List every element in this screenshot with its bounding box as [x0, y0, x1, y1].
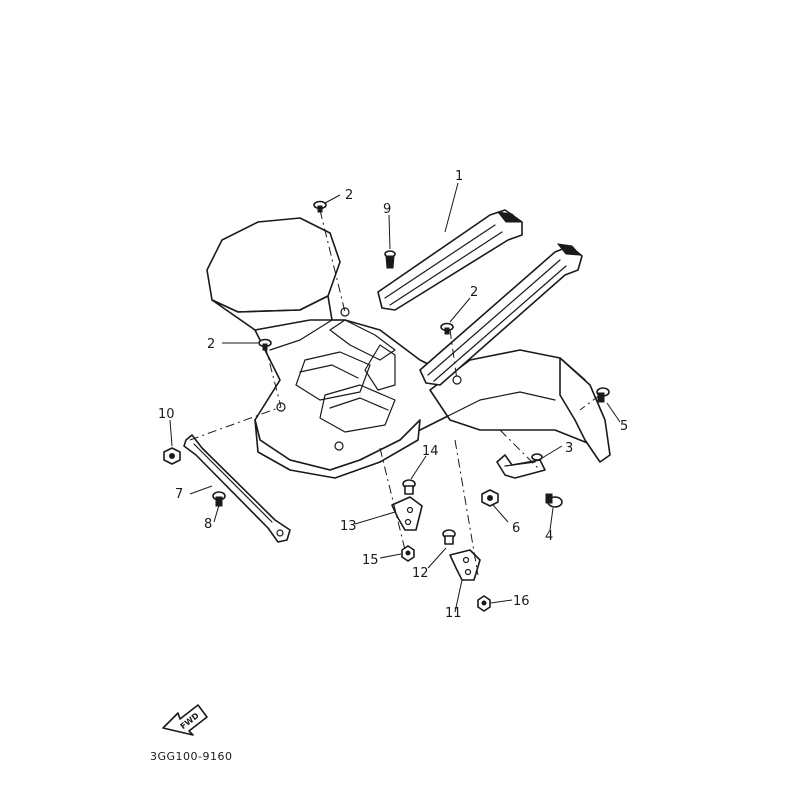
assembly-lines: [189, 209, 601, 576]
fastener-nut-10: [163, 447, 181, 465]
callout-2: 2: [207, 337, 215, 352]
leader-lines: [169, 182, 621, 613]
fastener-bolt-4: [545, 493, 563, 508]
fastener-nut-15: [401, 545, 415, 562]
bracket-13: [391, 496, 423, 531]
forward-direction-arrow: FWD: [162, 704, 208, 736]
diagram-code: 3GG100-9160: [150, 750, 233, 763]
callout-5: 5: [620, 419, 628, 434]
fastener-bolt-14: [402, 479, 416, 495]
fastener-bolt-2b: [258, 338, 272, 351]
callout-labels: 1 2 2 2 9 10 7 8 5 3 6 4 13 14 15 12 11 …: [158, 169, 628, 621]
fastener-screw-9: [384, 250, 396, 269]
callout-9: 9: [383, 202, 391, 217]
callout-14: 14: [422, 444, 439, 459]
rail-left: [377, 209, 523, 311]
callout-4: 4: [545, 529, 553, 544]
fastener-bolt-5: [596, 387, 610, 403]
callout-13: 13: [340, 519, 357, 534]
callout-15: 15: [362, 553, 379, 568]
fastener-bolt-8: [212, 491, 226, 507]
callout-1: 1: [455, 169, 463, 184]
rail-right: [419, 243, 583, 386]
callout-8: 8: [204, 517, 212, 532]
callout-6: 6: [512, 521, 520, 536]
callout-7: 7: [175, 487, 183, 502]
fastener-nut-16: [477, 595, 491, 612]
callout-2: 2: [345, 188, 353, 203]
callout-2: 2: [470, 285, 478, 300]
fastener-washer-3: [531, 453, 543, 461]
callout-3: 3: [565, 441, 573, 456]
fastener-nut-6: [481, 489, 499, 507]
fastener-bolt-12: [442, 529, 456, 545]
callout-10: 10: [158, 407, 175, 422]
callout-16: 16: [513, 594, 530, 609]
callout-12: 12: [412, 566, 429, 581]
rear-fender-body: [206, 217, 611, 479]
reflector-bracket: [496, 454, 546, 479]
callout-11: 11: [445, 606, 462, 621]
fastener-bolt-2c: [440, 322, 454, 335]
fastener-bolt-2a: [313, 200, 327, 213]
fender-stay: [183, 434, 291, 543]
bracket-11: [449, 549, 481, 581]
